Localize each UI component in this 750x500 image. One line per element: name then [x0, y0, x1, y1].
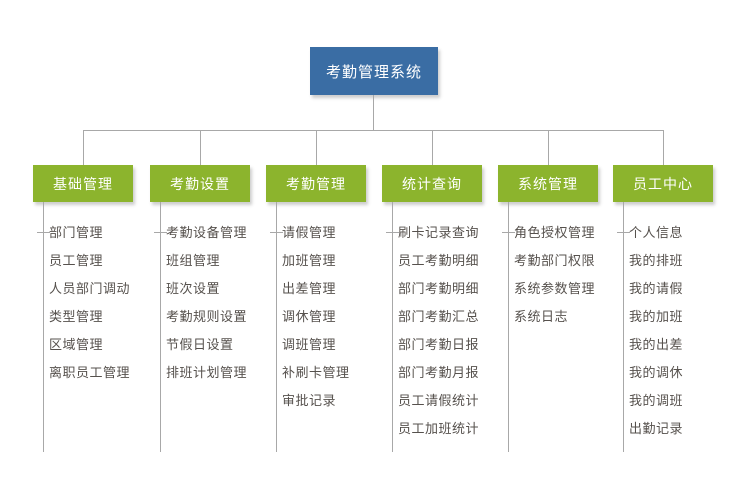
- connector-tick-6: [617, 232, 630, 233]
- connector-tick-3: [270, 232, 283, 233]
- branch-node-label: 基础管理: [53, 175, 113, 192]
- branch-node-basic-management: 基础管理: [33, 165, 133, 202]
- list-item: 我的加班: [629, 309, 684, 324]
- item-list-basic-management: 部门管理员工管理人员部门调动类型管理区域管理离职员工管理: [49, 219, 130, 387]
- list-item: 员工管理: [49, 253, 104, 268]
- list-item: 角色授权管理: [514, 225, 596, 240]
- connector-tick-5: [502, 232, 515, 233]
- list-item: 个人信息: [629, 225, 684, 240]
- list-item: 加班管理: [282, 253, 337, 268]
- list-item: 部门管理: [49, 225, 104, 240]
- branch-node-system-management: 系统管理: [498, 165, 598, 202]
- list-item: 节假日设置: [166, 337, 234, 352]
- item-list-system-management: 角色授权管理考勤部门权限系统参数管理系统日志: [514, 219, 595, 331]
- connector-drop-4: [432, 130, 433, 165]
- connector-column-line-6: [623, 202, 624, 452]
- connector-root-stub: [373, 95, 374, 130]
- list-item: 出差管理: [282, 281, 337, 296]
- connector-column-line-1: [43, 202, 44, 452]
- list-item: 系统日志: [514, 309, 569, 324]
- connector-column-line-4: [392, 202, 393, 452]
- list-item: 系统参数管理: [514, 281, 596, 296]
- branch-node-label: 员工中心: [633, 175, 693, 192]
- list-item: 类型管理: [49, 309, 104, 324]
- list-item: 考勤设备管理: [166, 225, 248, 240]
- connector-drop-2: [200, 130, 201, 165]
- item-list-attendance-settings: 考勤设备管理班组管理班次设置考勤规则设置节假日设置排班计划管理: [166, 219, 247, 387]
- list-item: 班组管理: [166, 253, 221, 268]
- list-item: 我的请假: [629, 281, 684, 296]
- connector-column-line-3: [276, 202, 277, 452]
- connector-tick-2: [154, 232, 167, 233]
- branch-node-label: 统计查询: [402, 175, 462, 192]
- connector-tick-1: [37, 232, 50, 233]
- list-item: 我的调休: [629, 365, 684, 380]
- branch-node-label: 考勤设置: [170, 175, 230, 192]
- branch-node-label: 考勤管理: [286, 175, 346, 192]
- root-node-label: 考勤管理系统: [325, 63, 422, 81]
- list-item: 请假管理: [282, 225, 337, 240]
- branch-node-attendance-management: 考勤管理: [266, 165, 366, 202]
- list-item: 审批记录: [282, 393, 337, 408]
- connector-column-line-2: [160, 202, 161, 452]
- item-list-attendance-management: 请假管理加班管理出差管理调休管理调班管理补刷卡管理审批记录: [282, 219, 350, 415]
- list-item: 我的调班: [629, 393, 684, 408]
- list-item: 区域管理: [49, 337, 104, 352]
- connector-tick-4: [386, 232, 399, 233]
- branch-node-label: 系统管理: [518, 175, 578, 192]
- branch-node-employee-center: 员工中心: [613, 165, 713, 202]
- connector-drop-1: [83, 130, 84, 165]
- list-item: 员工加班统计: [398, 421, 480, 436]
- list-item: 我的排班: [629, 253, 684, 268]
- list-item: 补刷卡管理: [282, 365, 350, 380]
- list-item: 我的出差: [629, 337, 684, 352]
- root-node: 考勤管理系统: [310, 47, 438, 95]
- list-item: 人员部门调动: [49, 281, 131, 296]
- connector-drop-6: [663, 130, 664, 165]
- list-item: 排班计划管理: [166, 365, 248, 380]
- branch-node-statistics-query: 统计查询: [382, 165, 482, 202]
- list-item: 部门考勤月报: [398, 365, 480, 380]
- list-item: 部门考勤日报: [398, 337, 480, 352]
- list-item: 出勤记录: [629, 421, 684, 436]
- list-item: 离职员工管理: [49, 365, 131, 380]
- list-item: 员工考勤明细: [398, 253, 480, 268]
- item-list-employee-center: 个人信息我的排班我的请假我的加班我的出差我的调休我的调班出勤记录: [629, 219, 683, 443]
- connector-drop-5: [548, 130, 549, 165]
- list-item: 考勤规则设置: [166, 309, 248, 324]
- list-item: 员工请假统计: [398, 393, 480, 408]
- item-list-statistics-query: 刷卡记录查询员工考勤明细部门考勤明细部门考勤汇总部门考勤日报部门考勤月报员工请假…: [398, 219, 479, 443]
- list-item: 部门考勤汇总: [398, 309, 480, 324]
- branch-node-attendance-settings: 考勤设置: [150, 165, 250, 202]
- list-item: 刷卡记录查询: [398, 225, 480, 240]
- connector-horizontal-bus: [83, 130, 663, 131]
- list-item: 调休管理: [282, 309, 337, 324]
- list-item: 班次设置: [166, 281, 221, 296]
- list-item: 调班管理: [282, 337, 337, 352]
- connector-drop-3: [316, 130, 317, 165]
- connector-column-line-5: [508, 202, 509, 452]
- list-item: 部门考勤明细: [398, 281, 480, 296]
- list-item: 考勤部门权限: [514, 253, 596, 268]
